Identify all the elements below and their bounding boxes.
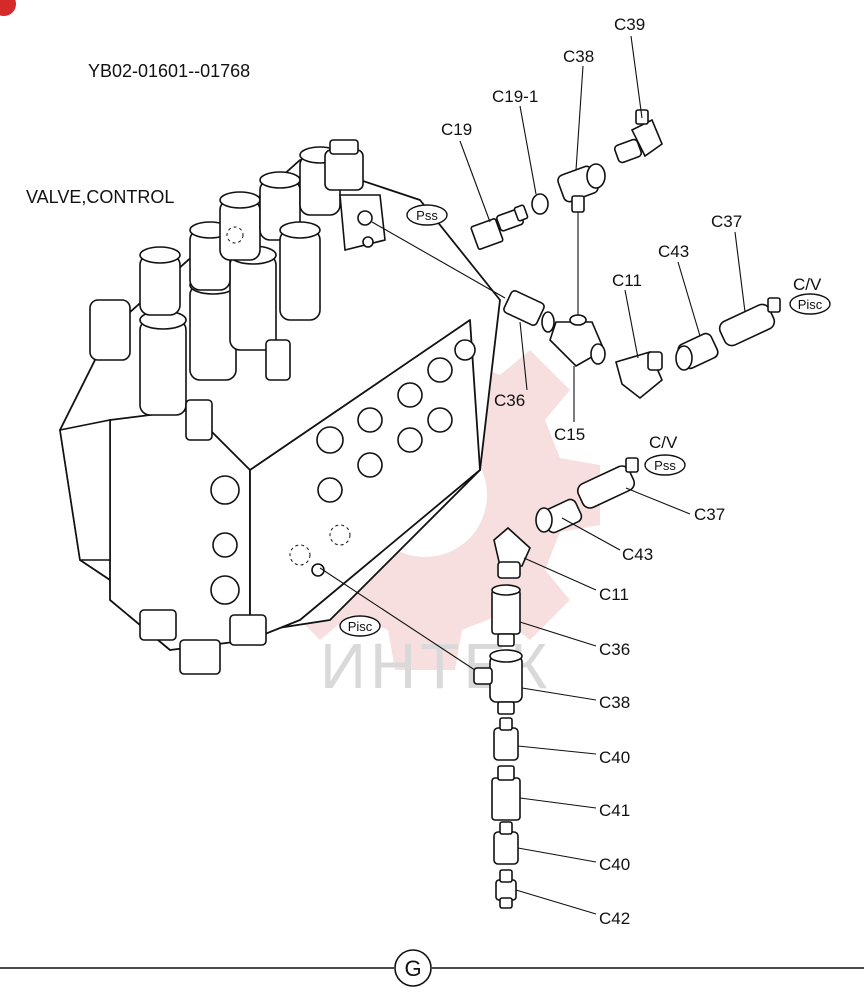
- control-valve-body: [59, 139, 501, 675]
- part-c36-top: [503, 290, 555, 333]
- part-c11-top: [615, 351, 663, 400]
- label-c36-mid: C36: [599, 640, 630, 659]
- label-c19: C19: [441, 120, 472, 139]
- label-pisc-upper: Pisc: [798, 297, 823, 312]
- part-c39: [613, 109, 663, 164]
- oval-pisc-upper: Pisc: [789, 293, 831, 315]
- part-c36-mid: [491, 584, 521, 647]
- part-c38-mid: [473, 649, 523, 715]
- assembly-name: VALVE,CONTROL: [26, 187, 174, 207]
- label-c39: C39: [614, 15, 645, 34]
- label-c43-top: C43: [658, 242, 689, 261]
- oval-pss-upper: Pss: [406, 204, 448, 226]
- section-letter: G: [404, 956, 421, 981]
- label-c38-mid: C38: [599, 693, 630, 712]
- part-c11-mid: [493, 526, 531, 579]
- label-c38-top: C38: [563, 47, 594, 66]
- label-c11-top: C11: [612, 271, 642, 290]
- label-c42: C42: [599, 909, 630, 928]
- label-c41: C41: [599, 801, 630, 820]
- label-c37-mid: C37: [694, 505, 725, 524]
- part-c38-top: [557, 163, 606, 213]
- label-c15: C15: [554, 425, 585, 444]
- part-c40-b: [493, 821, 519, 865]
- corner-badge-icon: [0, 0, 16, 16]
- serial-range: YB02-01601--01768: [88, 61, 250, 81]
- label-pisc-lower: Pisc: [348, 619, 373, 634]
- part-c43-top: [675, 332, 719, 371]
- part-c19: [470, 204, 529, 250]
- part-c15: [549, 314, 606, 367]
- label-c37-top: C37: [711, 212, 742, 231]
- part-c42: [495, 869, 517, 909]
- label-pss-lower: Pss: [654, 458, 676, 473]
- section-badge: G: [394, 949, 432, 987]
- label-c19-1: C19-1: [492, 87, 538, 106]
- part-c37-mid: [576, 457, 639, 509]
- label-pss-upper: Pss: [416, 208, 438, 223]
- label-c43-mid: C43: [622, 545, 653, 564]
- label-c11-mid: C11: [599, 585, 629, 604]
- part-c40-a: [493, 717, 519, 761]
- part-c43-mid: [535, 498, 583, 534]
- oval-pisc-lower: Pisc: [339, 615, 381, 637]
- oval-pss-lower: Pss: [644, 454, 686, 476]
- label-c40-b: C40: [599, 855, 630, 874]
- label-c36-top: C36: [494, 391, 525, 410]
- part-c41: [491, 765, 521, 821]
- label-c40-a: C40: [599, 748, 630, 767]
- part-c19-1: [531, 193, 549, 215]
- part-c37-top: [718, 297, 781, 347]
- label-cv-lower: C/V: [649, 433, 678, 452]
- label-cv-upper: C/V: [793, 275, 822, 294]
